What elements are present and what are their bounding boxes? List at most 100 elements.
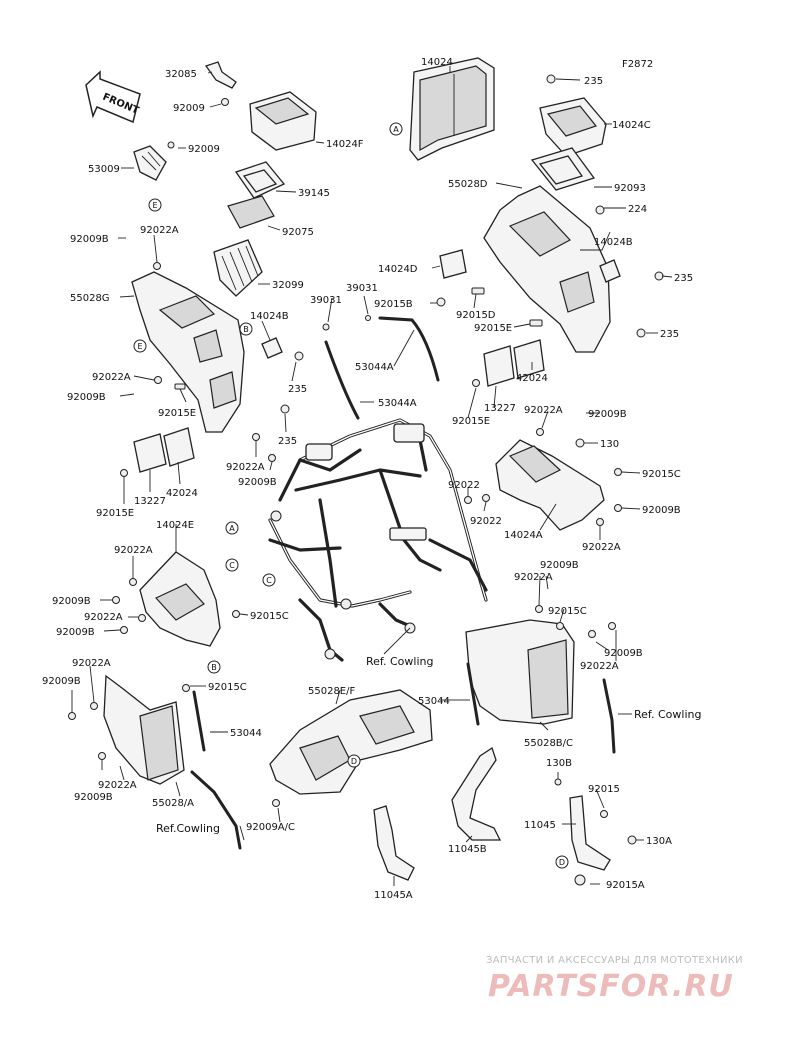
label-13227-1: 13227: [134, 496, 166, 507]
label-130: 130: [600, 439, 619, 450]
grille-42024-right: [513, 339, 545, 379]
label-92015B: 92015B: [374, 299, 413, 310]
side-panel-14024A: [464, 428, 622, 531]
callout-B-left: B: [239, 322, 253, 336]
svg-text:B: B: [243, 325, 249, 334]
svg-text:E: E: [152, 201, 157, 210]
bracket-32085: [204, 61, 237, 89]
svg-text:C: C: [229, 561, 235, 570]
label-92015E-3: 92015E: [474, 323, 512, 334]
label-92009B-3: 92009B: [238, 477, 277, 488]
svg-text:A: A: [229, 524, 235, 533]
label-92022A-10: 92022A: [72, 658, 111, 669]
clip-14024B-right: [599, 259, 621, 283]
label-14024A: 14024A: [504, 530, 543, 541]
label-92022-1: 92022: [448, 480, 480, 491]
callout-D-center: D: [347, 754, 361, 768]
duct-32099: [213, 239, 263, 297]
label-92022A-9: 92022A: [580, 661, 619, 672]
bracket-11045B: [451, 746, 502, 841]
label-55028BC: 55028B/C: [524, 738, 573, 749]
svg-text:D: D: [351, 757, 357, 766]
label-92022A-8: 92022A: [514, 572, 553, 583]
label-92015E-4: 92015E: [452, 416, 490, 427]
label-42024-2: 42024: [516, 373, 548, 384]
bracket-11045A: [373, 805, 415, 881]
label-ref-cowling-3: Ref.Cowling: [156, 822, 220, 835]
callout-B-mid: B: [207, 660, 221, 674]
label-235-3: 235: [584, 76, 603, 87]
label-92022A-6: 92022A: [114, 545, 153, 556]
label-14024B-1: 14024B: [250, 311, 289, 322]
callout-D-right: D: [555, 855, 569, 869]
svg-text:C: C: [266, 576, 272, 585]
svg-text:D: D: [559, 858, 565, 867]
label-92015C-4: 92015C: [208, 682, 247, 693]
label-92075: 92075: [282, 227, 314, 238]
label-92009B-9: 92009B: [604, 648, 643, 659]
label-55028D: 55028D: [448, 179, 488, 190]
label-13227-2: 13227: [484, 403, 516, 414]
label-92015C-2: 92015C: [250, 611, 289, 622]
screw-92009-upper: [221, 98, 229, 106]
label-235-1: 235: [288, 384, 307, 395]
label-53044-1: 53044: [230, 728, 262, 739]
label-92009B-7: 92009B: [56, 627, 95, 638]
clip-14024B-left: [261, 337, 283, 359]
label-14024E: 14024E: [156, 520, 194, 531]
label-55028G: 55028G: [70, 293, 110, 304]
label-92009-b: 92009: [188, 144, 220, 155]
label-92009B-11: 92009B: [74, 792, 113, 803]
label-92009B-6: 92009B: [52, 596, 91, 607]
watermark-tagline: ЗАПЧАСТИ И АКСЕССУАРЫ ДЛЯ МОТОТЕХНИКИ: [486, 955, 743, 966]
label-39145: 39145: [298, 188, 330, 199]
inner-panel-55028D: [436, 74, 664, 387]
label-92022A-2: 92022A: [92, 372, 131, 383]
callout-A-mid: A: [225, 521, 239, 535]
label-53044A-1: 53044A: [355, 362, 394, 373]
clip-14024D: [439, 249, 467, 279]
label-39031-1: 39031: [310, 295, 342, 306]
label-92022-2: 92022: [470, 516, 502, 527]
callout-C-mid: C: [225, 558, 239, 572]
label-55028A: 55028/A: [152, 798, 194, 809]
label-39031-2: 39031: [346, 283, 378, 294]
svg-text:E: E: [137, 342, 142, 351]
label-92022A-3: 92022A: [226, 462, 265, 473]
label-14024F: 14024F: [326, 139, 364, 150]
rods-53044A: [322, 315, 440, 420]
grille-42024-left: [163, 427, 195, 467]
leader-lines: [71, 66, 673, 886]
svg-text:B: B: [211, 663, 217, 672]
label-14024B-2: 14024B: [594, 237, 633, 248]
label-ref-cowling-2: Ref. Cowling: [634, 708, 701, 721]
brackets-11045: [373, 746, 637, 886]
callout-markers: A E B E A C C B D D: [133, 122, 569, 869]
label-92009B-1: 92009B: [70, 234, 109, 245]
label-130A: 130A: [646, 836, 672, 847]
panel-55028EF: [269, 689, 433, 807]
label-235-5: 235: [660, 329, 679, 340]
label-92022A-7: 92022A: [84, 612, 123, 623]
diagram-code: F2872: [622, 59, 653, 70]
callout-E-left: E: [133, 339, 147, 353]
small-parts-top-left: [133, 61, 317, 297]
panel-55028A: [68, 674, 242, 850]
label-11045A: 11045A: [374, 890, 413, 901]
watermark: ЗАПЧАСТИ И АКСЕССУАРЫ ДЛЯ МОТОТЕХНИКИ PA…: [486, 955, 743, 1004]
label-92093: 92093: [614, 183, 646, 194]
label-130B: 130B: [546, 758, 572, 769]
grille-13227-left: [133, 433, 167, 473]
label-92009B-8: 92009B: [540, 560, 579, 571]
bracket-11045: [569, 795, 611, 871]
label-55028EF: 55028E/F: [308, 686, 355, 697]
callout-A-top: A: [389, 122, 403, 136]
grille-13227-right: [483, 345, 515, 387]
svg-text:A: A: [393, 125, 399, 134]
callout-E-top: E: [148, 198, 162, 212]
label-92015: 92015: [588, 784, 620, 795]
watermark-logo: PARTSFOR.RU: [488, 969, 734, 1004]
label-14024D: 14024D: [378, 264, 418, 275]
